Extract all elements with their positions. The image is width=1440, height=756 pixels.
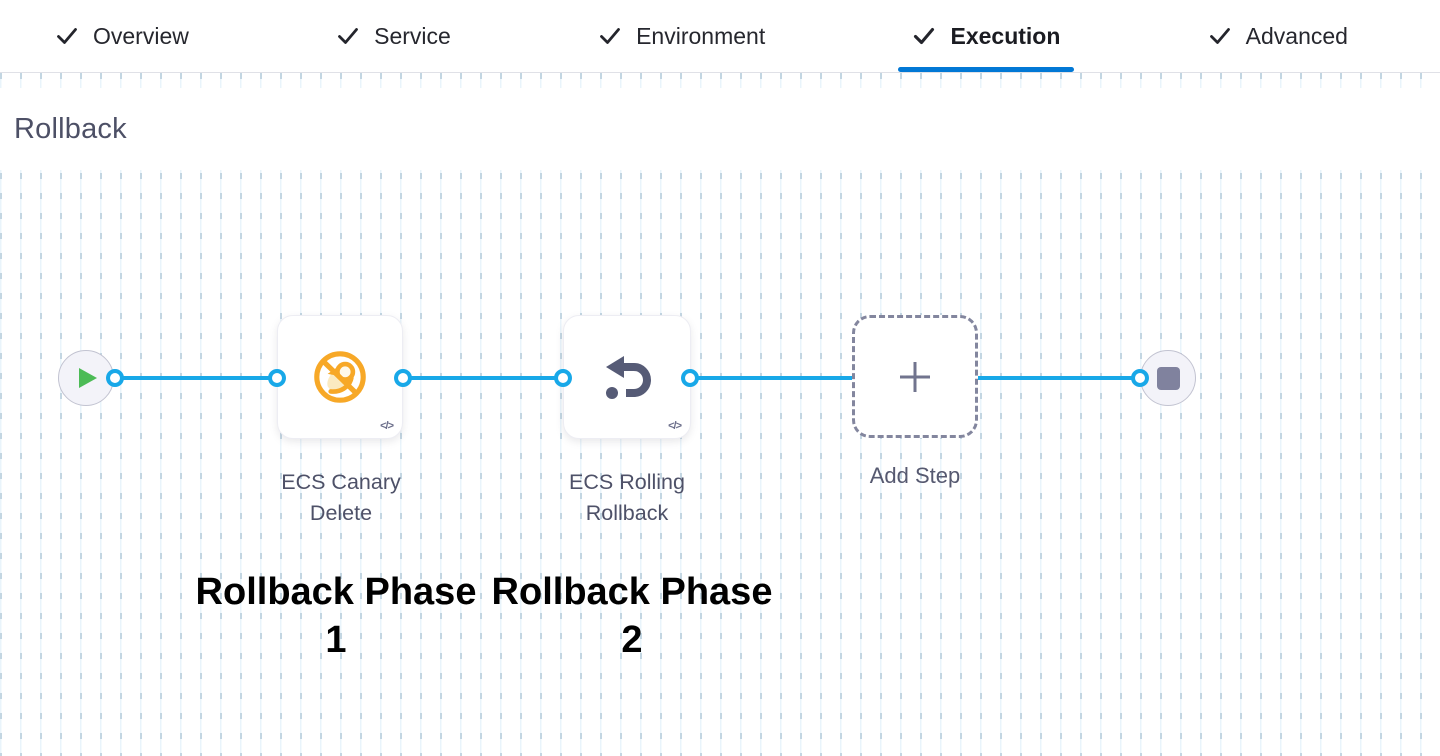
plus-icon (894, 356, 936, 398)
port-step1-in[interactable] (268, 369, 286, 387)
add-step-label: Add Step (869, 463, 961, 488)
step-card-ecs-rolling-rollback[interactable]: </> (563, 315, 691, 439)
step-card-ecs-canary-delete[interactable]: </> (277, 315, 403, 439)
step-label-ecs-canary-delete: ECS Canary Delete (281, 470, 401, 525)
step-label-ecs-rolling-rollback: ECS Rolling Rollback (569, 470, 685, 525)
annotation-rollback-phase-1: Rollback Phase 1 (195, 571, 477, 661)
tab-service[interactable]: Service (336, 0, 451, 72)
setup-tab-bar: Overview Service Environment Execution A… (0, 0, 1440, 73)
check-icon (598, 24, 622, 48)
check-icon (1208, 24, 1232, 48)
port-step2-out[interactable] (681, 369, 699, 387)
annotation-rollback-phase-2: Rollback Phase 2 (491, 571, 773, 661)
port-start-out[interactable] (106, 369, 124, 387)
stop-icon (1156, 366, 1180, 390)
tab-label: Environment (636, 22, 766, 49)
section-title: Rollback (14, 112, 127, 145)
port-end-in[interactable] (1131, 369, 1149, 387)
start-node (58, 350, 114, 406)
code-icon: </> (380, 420, 394, 432)
add-step-button[interactable] (852, 315, 978, 438)
tab-label: Service (374, 22, 451, 49)
tab-overview[interactable]: Overview (55, 0, 189, 72)
tab-environment[interactable]: Environment (598, 0, 765, 72)
tab-advanced[interactable]: Advanced (1208, 0, 1348, 72)
code-icon: </> (668, 420, 682, 432)
tab-execution[interactable]: Execution (898, 0, 1075, 72)
edge-step1-to-step2 (403, 376, 563, 380)
edge-step2-to-addstep (690, 376, 853, 380)
edge-addstep-to-end (978, 376, 1140, 380)
check-icon (55, 24, 79, 48)
tab-label: Overview (93, 22, 189, 49)
tab-label: Advanced (1245, 22, 1348, 49)
canary-delete-icon (307, 344, 373, 410)
end-node (1140, 350, 1196, 406)
section-title-band: Rollback (0, 88, 1440, 170)
tab-label: Execution (950, 22, 1061, 49)
port-step2-in[interactable] (554, 369, 572, 387)
edge-start-to-step1 (115, 376, 277, 380)
check-icon (912, 24, 936, 48)
rollback-arrow-icon (595, 345, 659, 409)
port-step1-out[interactable] (394, 369, 412, 387)
play-icon (78, 367, 98, 389)
check-icon (336, 24, 360, 48)
pipeline-canvas[interactable]: Rollback </> (0, 73, 1440, 756)
